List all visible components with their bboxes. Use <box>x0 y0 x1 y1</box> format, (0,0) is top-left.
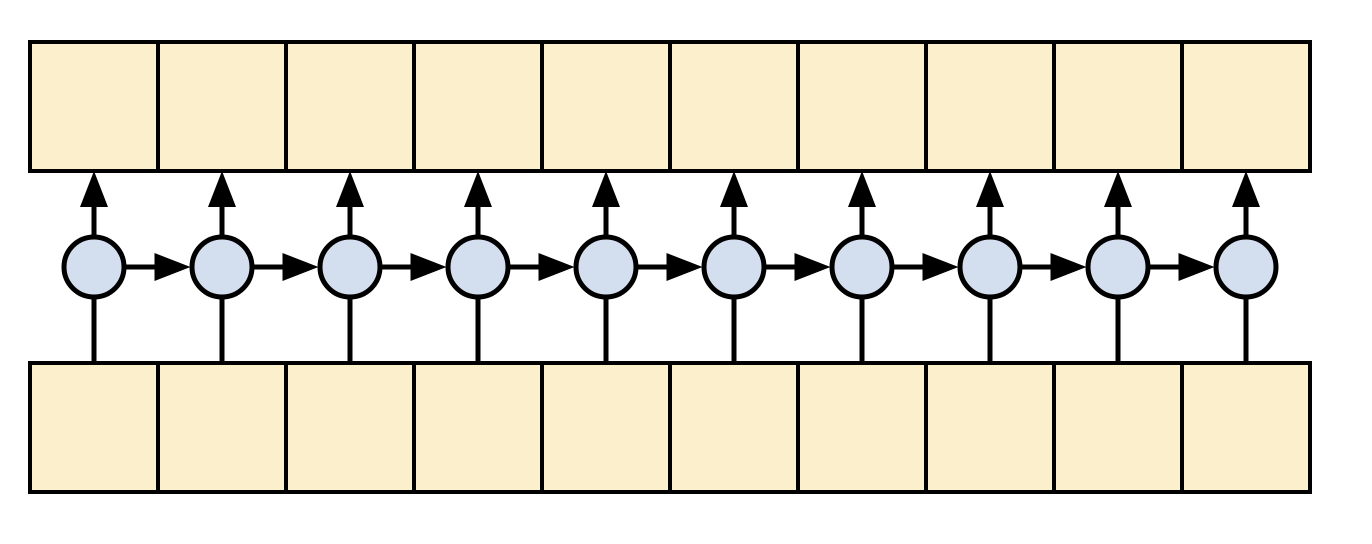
output-arrowhead <box>1104 171 1132 207</box>
state-circle <box>189 234 255 300</box>
recurrent-arrowhead <box>282 253 319 281</box>
output-arrowhead <box>976 171 1004 207</box>
recurrent-arrowhead <box>666 253 703 281</box>
top-output-cell <box>796 40 928 173</box>
bottom-input-cell <box>412 361 544 494</box>
state-circle <box>61 234 127 300</box>
bottom-input-cell <box>540 361 672 494</box>
state-circle <box>701 234 767 300</box>
state-circle <box>445 234 511 300</box>
state-circle <box>1213 234 1279 300</box>
state-circle <box>829 234 895 300</box>
recurrent-arrowhead <box>794 253 831 281</box>
bottom-input-cell <box>1180 361 1312 494</box>
top-output-cell <box>28 40 160 173</box>
recurrent-arrowhead <box>922 253 959 281</box>
top-output-cell <box>1052 40 1184 173</box>
output-arrowhead <box>592 171 620 207</box>
output-arrowhead <box>720 171 748 207</box>
output-arrowhead <box>208 171 236 207</box>
bottom-input-cell <box>1052 361 1184 494</box>
bottom-input-cell <box>284 361 416 494</box>
output-arrowhead <box>336 171 364 207</box>
output-arrowhead <box>848 171 876 207</box>
output-arrowhead <box>80 171 108 207</box>
recurrent-arrowhead <box>154 253 191 281</box>
bottom-input-cell <box>796 361 928 494</box>
bottom-input-cell <box>668 361 800 494</box>
recurrent-arrowhead <box>1178 253 1215 281</box>
top-output-cell <box>540 40 672 173</box>
state-circle <box>317 234 383 300</box>
output-arrowhead <box>1232 171 1260 207</box>
top-output-cell <box>156 40 288 173</box>
recurrent-arrowhead <box>1050 253 1087 281</box>
top-output-cell <box>924 40 1056 173</box>
recurrent-arrowhead <box>410 253 447 281</box>
recurrent-arrowhead <box>538 253 575 281</box>
top-output-cell <box>284 40 416 173</box>
bottom-input-cell <box>156 361 288 494</box>
bottom-input-cell <box>924 361 1056 494</box>
state-circle <box>957 234 1023 300</box>
bottom-input-cell <box>28 361 160 494</box>
state-circle <box>1085 234 1151 300</box>
top-output-cell <box>412 40 544 173</box>
top-output-cell <box>1180 40 1312 173</box>
state-circle <box>573 234 639 300</box>
output-arrowhead <box>464 171 492 207</box>
top-output-cell <box>668 40 800 173</box>
